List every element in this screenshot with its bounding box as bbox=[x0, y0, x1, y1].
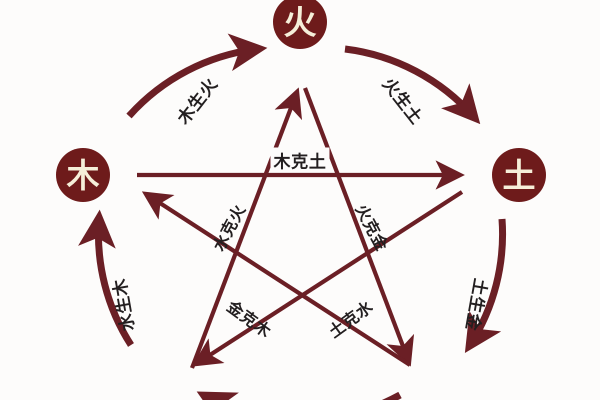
element-glyph-fire: 火 bbox=[283, 2, 317, 42]
element-badge-earth[interactable]: 土 bbox=[492, 148, 546, 202]
arc-metal-to-water bbox=[196, 391, 402, 400]
label-wood-overcomes-earth: 木克土 bbox=[270, 147, 330, 173]
element-glyph-wood: 木 bbox=[66, 155, 100, 195]
arc-wood-to-fire bbox=[126, 33, 268, 119]
element-badge-fire[interactable]: 火 bbox=[273, 0, 327, 49]
element-glyph-earth: 土 bbox=[502, 155, 536, 195]
arc-water-to-wood bbox=[78, 209, 134, 347]
line-fire-overcomes-metal bbox=[303, 87, 415, 367]
overcoming-cycle-lines bbox=[137, 87, 465, 369]
element-badge-wood[interactable]: 木 bbox=[56, 148, 110, 202]
arc-earth-to-metal bbox=[464, 218, 507, 353]
arc-fire-to-earth bbox=[344, 45, 481, 125]
line-earth-overcomes-water bbox=[191, 190, 464, 367]
line-metal-overcomes-wood bbox=[141, 191, 412, 367]
line-water-overcomes-fire bbox=[190, 87, 303, 369]
generating-cycle-arcs bbox=[78, 33, 507, 400]
